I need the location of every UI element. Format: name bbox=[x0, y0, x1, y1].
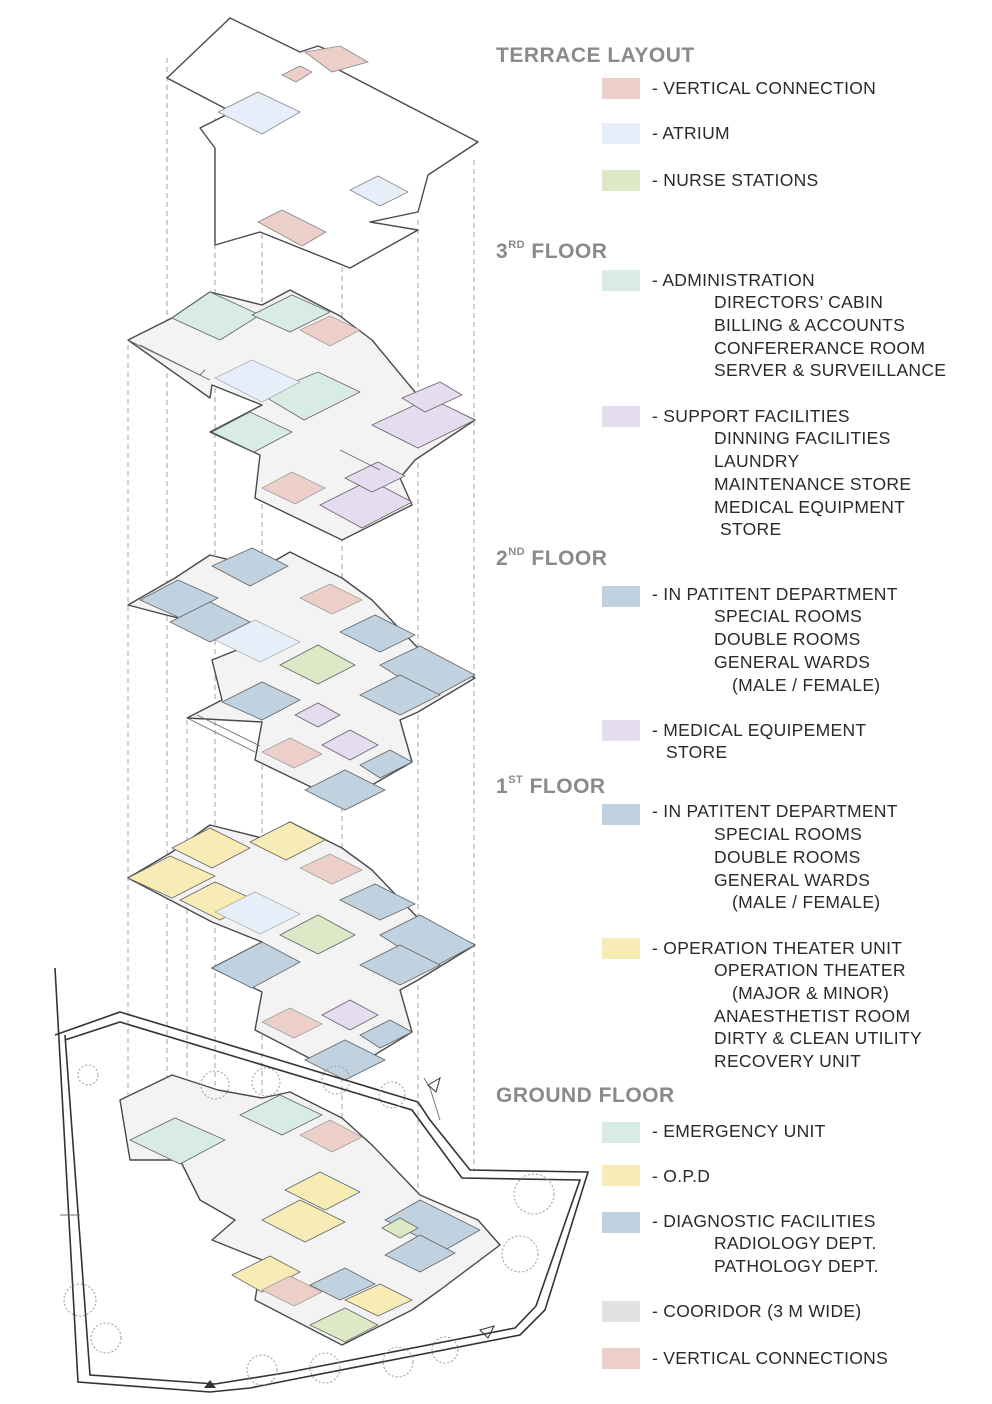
site-markers bbox=[204, 1076, 495, 1388]
vertical-core bbox=[261, 471, 326, 505]
support-block bbox=[401, 381, 463, 413]
vertical-core bbox=[299, 583, 363, 615]
terrace-vertical-connection bbox=[304, 45, 370, 73]
ipd-block bbox=[221, 681, 301, 721]
second-floor-plan bbox=[127, 547, 476, 811]
atrium-void bbox=[214, 359, 301, 403]
admin-block bbox=[261, 371, 361, 421]
nurse-station bbox=[309, 1307, 379, 1343]
opd-block bbox=[261, 1199, 346, 1243]
diagnostic-block bbox=[384, 1234, 456, 1273]
ot-block bbox=[171, 827, 251, 869]
diagnostic-block bbox=[309, 1267, 376, 1301]
vertical-core bbox=[299, 853, 363, 885]
nurse-station bbox=[279, 644, 356, 685]
site-boundary-inner bbox=[64, 1021, 582, 1385]
ground-floor-plan bbox=[54, 967, 590, 1393]
atrium-void bbox=[214, 891, 301, 935]
emergency-block bbox=[129, 1117, 226, 1165]
third-floor-plan bbox=[127, 289, 476, 541]
site-trees bbox=[63, 1064, 555, 1386]
ipd-block bbox=[211, 941, 301, 989]
ipd-block bbox=[339, 883, 416, 921]
ipd-block bbox=[211, 547, 289, 587]
ipd-block bbox=[339, 614, 416, 653]
terrace-atrium bbox=[217, 91, 301, 135]
ipd-block bbox=[304, 1039, 386, 1081]
vertical-core bbox=[261, 1007, 323, 1039]
support-block bbox=[319, 479, 413, 529]
terrace-atrium bbox=[349, 175, 409, 207]
ot-block bbox=[127, 855, 216, 899]
site-boundary bbox=[54, 967, 590, 1393]
nurse-station bbox=[279, 914, 356, 955]
ipd-block bbox=[139, 579, 219, 619]
opd-block bbox=[284, 1171, 361, 1211]
opd-block bbox=[344, 1283, 413, 1317]
first-floor-plan bbox=[127, 821, 476, 1081]
ipd-block bbox=[359, 749, 413, 779]
admin-block bbox=[211, 411, 293, 453]
ipd-block bbox=[359, 1019, 413, 1049]
nurse-station bbox=[381, 1217, 419, 1239]
terrace-vertical-connection bbox=[257, 209, 327, 247]
medical-store bbox=[294, 702, 341, 728]
terrace-layout-plan bbox=[166, 17, 479, 269]
emergency-block bbox=[239, 1094, 323, 1136]
vertical-core bbox=[261, 737, 323, 769]
ot-block bbox=[249, 821, 326, 861]
ipd-block bbox=[359, 674, 441, 716]
support-block bbox=[344, 461, 406, 493]
ipd-block bbox=[359, 944, 441, 986]
ipd-block bbox=[169, 601, 251, 643]
admin-block bbox=[251, 294, 331, 333]
support-block bbox=[371, 397, 476, 449]
medical-store bbox=[321, 999, 379, 1031]
opd-block bbox=[231, 1255, 301, 1293]
terrace-vertical-connection bbox=[281, 65, 313, 83]
atrium-void bbox=[214, 619, 301, 663]
vertical-core bbox=[299, 1119, 363, 1153]
vertical-core bbox=[299, 315, 361, 347]
vertical-core bbox=[261, 1275, 323, 1307]
ipd-block bbox=[304, 769, 386, 811]
medical-store bbox=[321, 729, 379, 761]
